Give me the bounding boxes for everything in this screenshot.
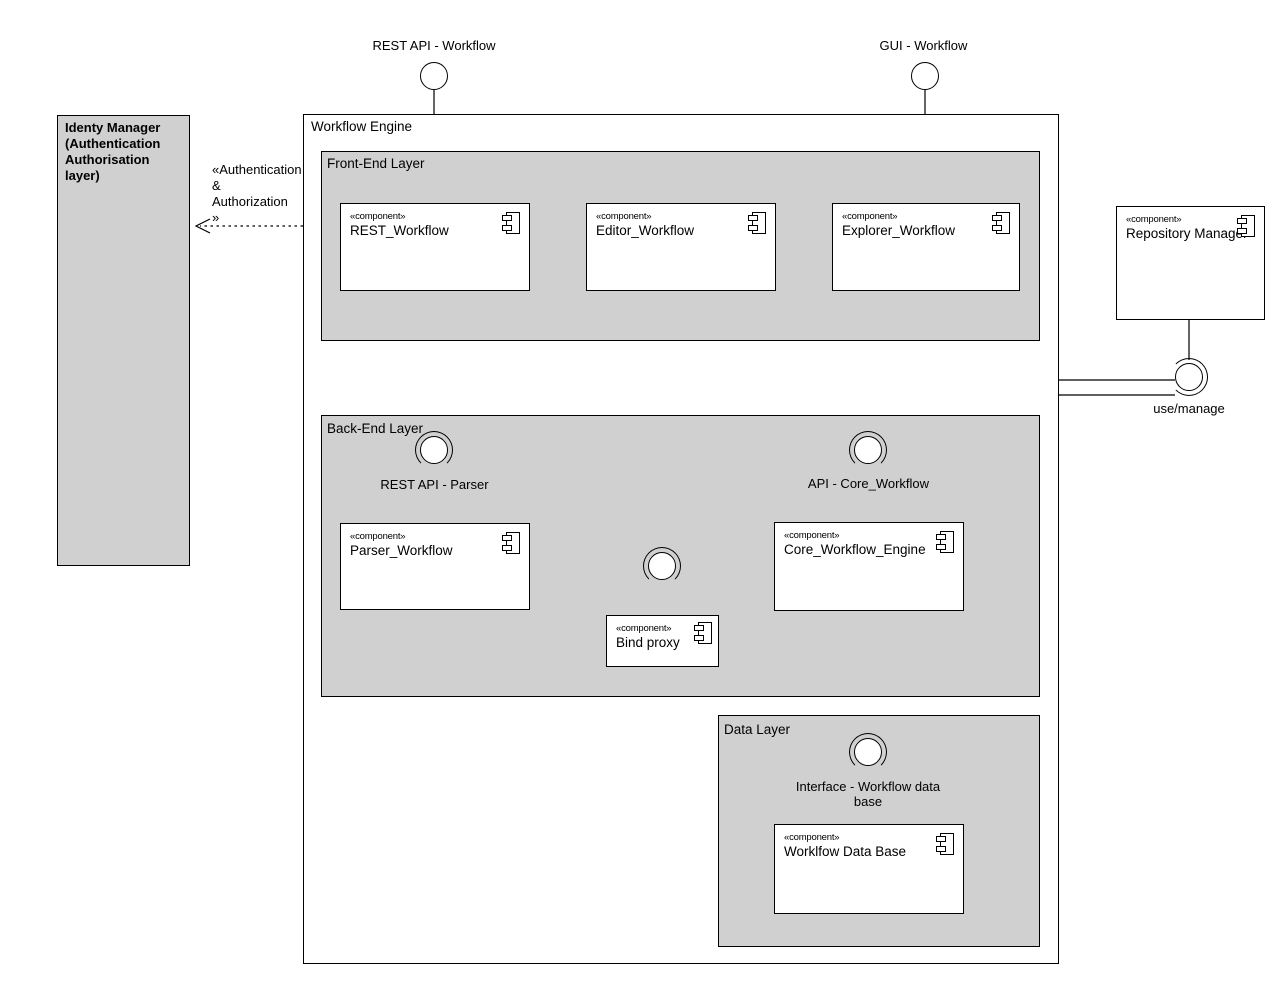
- component-name: Repository Manager: [1126, 226, 1248, 241]
- interface-rest-api-parser-label: REST API - Parser: [380, 477, 489, 492]
- component-stereotype: «component»: [350, 211, 406, 222]
- component-icon: [936, 833, 954, 855]
- component-stereotype: «component»: [350, 531, 406, 542]
- component-stereotype: «component»: [1126, 214, 1182, 225]
- component-icon: [502, 532, 520, 554]
- component-name: Parser_Workflow: [350, 543, 453, 558]
- package-back-end-layer-label: Back-End Layer: [327, 421, 424, 436]
- component-parser-workflow[interactable]: «component» Parser_Workflow: [340, 523, 530, 610]
- component-stereotype: «component»: [784, 832, 840, 843]
- component-editor-workflow[interactable]: «component» Editor_Workflow: [586, 203, 776, 291]
- component-icon: [936, 531, 954, 553]
- interface-api-core-workflow-label: API - Core_Workflow: [807, 476, 930, 491]
- component-icon: [694, 622, 712, 644]
- interface-workflow-database-ball[interactable]: [854, 738, 882, 766]
- component-name: Core_Workflow_Engine: [784, 542, 926, 557]
- component-stereotype: «component»: [616, 623, 672, 634]
- component-explorer-workflow[interactable]: «component» Explorer_Workflow: [832, 203, 1020, 291]
- component-stereotype: «component»: [842, 211, 898, 222]
- identity-manager-title: Identy Manager (Authentication Authorisa…: [65, 120, 161, 183]
- component-repository-manager[interactable]: «component» Repository Manager: [1116, 206, 1265, 320]
- component-name: Editor_Workflow: [596, 223, 695, 238]
- component-icon: [992, 212, 1010, 234]
- package-front-end-layer-label: Front-End Layer: [327, 156, 425, 171]
- component-name: REST_Workflow: [350, 223, 449, 238]
- component-bind-proxy[interactable]: «component» Bind proxy: [606, 615, 719, 667]
- interface-rest-api-workflow-ball[interactable]: [420, 62, 448, 90]
- interface-use-manage-label: use/manage: [1153, 401, 1225, 416]
- interface-rest-api-parser-ball[interactable]: [420, 436, 448, 464]
- component-core-workflow-engine[interactable]: «component» Core_Workflow_Engine: [774, 522, 964, 611]
- interface-gui-workflow-label: GUI - Workflow: [879, 38, 968, 53]
- identity-manager-box[interactable]: Identy Manager (Authentication Authorisa…: [57, 115, 190, 566]
- interface-bind-proxy-ball[interactable]: [648, 552, 676, 580]
- interface-rest-api-workflow-label: REST API - Workflow: [372, 38, 496, 53]
- interface-gui-workflow-ball[interactable]: [911, 62, 939, 90]
- component-stereotype: «component»: [784, 530, 840, 541]
- authentication-dependency-label: «Authentication & Authorization »: [212, 162, 302, 225]
- package-workflow-engine-label: Workflow Engine: [311, 119, 413, 134]
- component-workflow-data-base[interactable]: «component» Worklfow Data Base: [774, 824, 964, 914]
- component-icon: [748, 212, 766, 234]
- component-name: Worklfow Data Base: [784, 844, 907, 859]
- interface-workflow-database-label: Interface - Workflow data base: [795, 779, 941, 809]
- component-name: Explorer_Workflow: [842, 223, 956, 238]
- component-name: Bind proxy: [616, 635, 680, 650]
- interface-use-manage-ball[interactable]: [1175, 363, 1203, 391]
- interface-api-core-workflow-socket: [849, 431, 887, 469]
- component-icon: [502, 212, 520, 234]
- component-rest-workflow[interactable]: «component» REST_Workflow: [340, 203, 530, 291]
- interface-api-core-workflow-ball[interactable]: [854, 436, 882, 464]
- component-icon: [1237, 215, 1255, 237]
- package-data-layer-label: Data Layer: [724, 722, 791, 737]
- component-stereotype: «component»: [596, 211, 652, 222]
